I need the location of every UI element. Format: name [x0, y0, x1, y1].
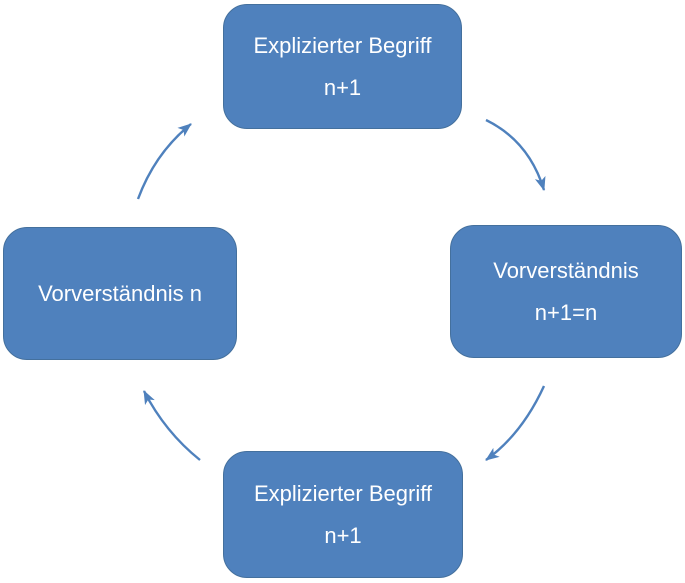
arrow-right-to-bottom	[485, 385, 546, 461]
node-label-line1: Explizierter Begriff	[253, 481, 433, 507]
diagram-node-top: Explizierter Begriff n+1	[223, 4, 462, 129]
node-label-line1: Vorverständnis	[493, 258, 639, 284]
arrow-bottom-to-left	[142, 390, 201, 461]
node-label-line2: n+1	[323, 74, 362, 100]
diagram-node-right: Vorverständnis n+1=n	[450, 225, 682, 358]
node-label-line2: n+1	[324, 522, 362, 548]
node-label-line1: Explizierter Begriff	[253, 33, 432, 59]
diagram-node-bottom: Explizierter Begriff n+1	[223, 451, 463, 578]
node-label-line1: Vorverständnis n	[38, 280, 202, 306]
arrow-left-to-top	[136, 123, 192, 200]
diagram-node-left: Vorverständnis n	[3, 227, 237, 360]
arrow-top-to-right	[485, 118, 546, 191]
node-label-line2: n+1=n	[534, 299, 598, 325]
